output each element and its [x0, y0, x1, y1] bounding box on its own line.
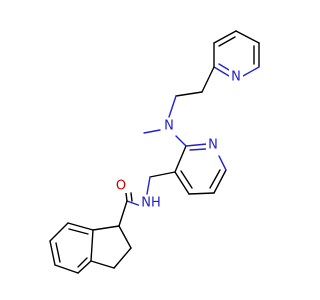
- bond: [90, 260, 115, 269]
- bond: [77, 260, 92, 274]
- indane-benzene-ring: [49, 222, 94, 274]
- label-background: [229, 69, 243, 84]
- bond: [242, 66, 260, 77]
- bond: [175, 91, 203, 97]
- ethyl-linker: [143, 66, 215, 147]
- bond: [49, 240, 56, 266]
- bond: [174, 145, 187, 173]
- label-background: [114, 178, 128, 193]
- label-background: [162, 118, 176, 133]
- bond: [188, 192, 215, 195]
- bond: [126, 200, 142, 207]
- bond: [180, 170, 193, 189]
- bond: [213, 66, 230, 77]
- bond: [68, 228, 89, 235]
- methylene-amide-linker: [118, 171, 176, 227]
- indane-five-ring: [90, 225, 132, 269]
- bond: [213, 30, 237, 44]
- tertiary-amine-nitrogen-label: N: [164, 119, 174, 134]
- bond: [118, 225, 132, 249]
- bond: [174, 171, 190, 195]
- bond: [113, 247, 132, 269]
- bond: [118, 200, 128, 227]
- bond: [218, 63, 230, 71]
- bond: [146, 176, 151, 195]
- bond: [143, 129, 161, 134]
- bond: [55, 242, 61, 263]
- pyridine-nitrogen-label: N: [208, 138, 218, 153]
- amide-nh-label: NH: [141, 196, 161, 211]
- bond: [92, 225, 120, 231]
- bond: [49, 222, 69, 242]
- molecule-diagram: N N N NH O: [49, 30, 260, 274]
- middle-pyridine-ring: [174, 143, 227, 195]
- label-background: [139, 195, 163, 210]
- bond: [168, 95, 177, 118]
- bond: [185, 143, 208, 147]
- atom-labels: N N N NH O: [114, 69, 243, 211]
- top-pyridine-ring: [213, 30, 260, 77]
- bond: [218, 36, 236, 47]
- bond: [130, 192, 133, 202]
- bond: [67, 222, 94, 231]
- bond: [218, 155, 227, 171]
- bond: [77, 257, 88, 268]
- bond: [201, 66, 215, 93]
- pyridine-nitrogen-label: N: [231, 70, 241, 85]
- carbonyl-oxygen-label: O: [116, 179, 126, 194]
- bond: [175, 135, 187, 147]
- bond: [54, 264, 79, 274]
- bond: [209, 169, 221, 189]
- bond: [149, 171, 176, 178]
- label-background: [206, 137, 220, 152]
- bond: [235, 30, 260, 44]
- bond: [213, 169, 227, 194]
- bond: [90, 229, 94, 262]
- bond: [125, 192, 128, 202]
- bond: [189, 148, 207, 151]
